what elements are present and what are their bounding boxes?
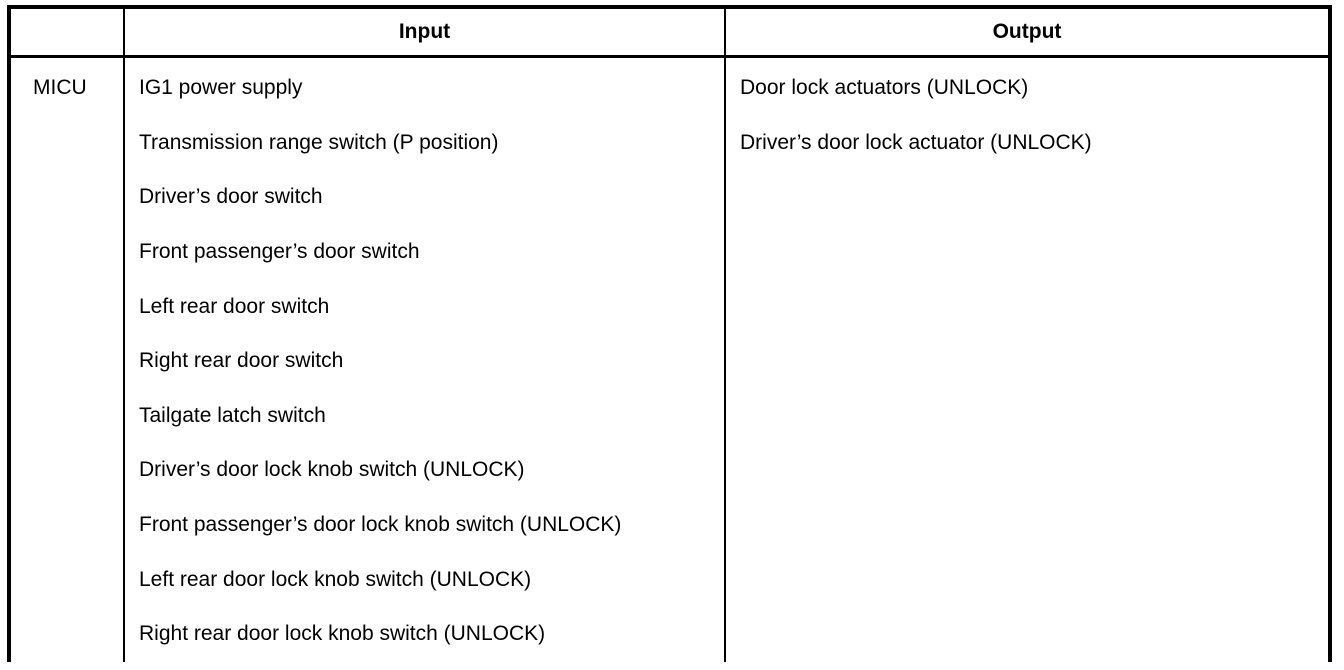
list-item: Tailgate latch switch bbox=[139, 403, 326, 427]
list-item: Front passenger’s door switch bbox=[139, 240, 420, 264]
list-item: Front passenger’s door lock knob switch … bbox=[139, 513, 622, 537]
row-label-cell: MICU bbox=[11, 58, 125, 662]
output-list: Door lock actuators (UNLOCK) Driver’s doo… bbox=[726, 58, 1328, 662]
list-item: Left rear door switch bbox=[139, 294, 330, 318]
list-item: Driver’s door switch bbox=[139, 185, 323, 209]
list-item: IG1 power supply bbox=[139, 76, 303, 100]
list-item: Left rear door lock knob switch (UNLOCK) bbox=[139, 567, 532, 591]
list-item: Right rear door switch bbox=[139, 349, 344, 373]
row-label: MICU bbox=[33, 76, 87, 100]
list-item: Driver’s door lock knob switch (UNLOCK) bbox=[139, 458, 525, 482]
list-item: Right rear door lock knob switch (UNLOCK… bbox=[139, 622, 546, 646]
list-item: Driver’s door lock actuator (UNLOCK) bbox=[740, 130, 1092, 154]
header-corner-cell bbox=[11, 9, 125, 58]
header-input: Input bbox=[125, 9, 726, 58]
list-item: Transmission range switch (P position) bbox=[139, 130, 499, 154]
list-item: Door lock actuators (UNLOCK) bbox=[740, 76, 1029, 100]
header-output: Output bbox=[726, 9, 1328, 58]
